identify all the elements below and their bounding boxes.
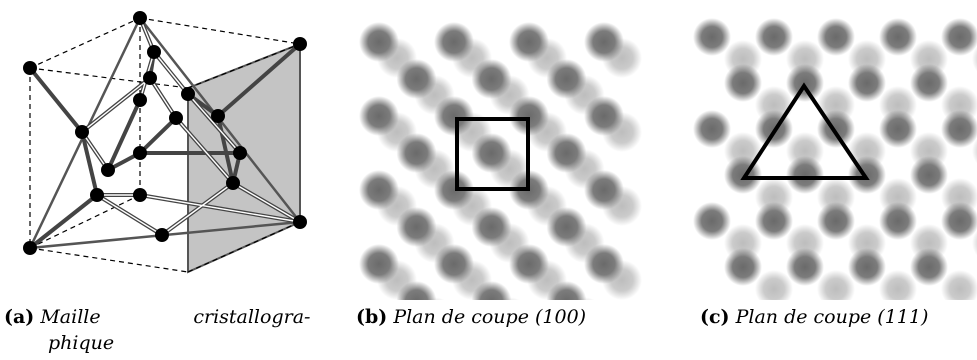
atom bbox=[133, 146, 147, 160]
atom bbox=[396, 133, 437, 173]
atom bbox=[817, 18, 855, 56]
atom bbox=[879, 270, 917, 300]
atom bbox=[359, 244, 399, 284]
atom bbox=[471, 207, 512, 247]
atom bbox=[546, 59, 587, 99]
atom bbox=[434, 22, 474, 62]
atom bbox=[910, 248, 948, 286]
atom bbox=[910, 156, 948, 194]
atom bbox=[359, 170, 399, 210]
caption-c-label: (c) bbox=[700, 306, 730, 328]
atom bbox=[133, 188, 147, 202]
atom bbox=[359, 22, 399, 62]
atom bbox=[226, 176, 240, 190]
atom bbox=[509, 22, 549, 62]
atom bbox=[724, 64, 762, 102]
atom bbox=[910, 64, 948, 102]
unit-cell-diagram bbox=[23, 11, 307, 274]
atom bbox=[471, 281, 512, 300]
atoms-front-layer bbox=[359, 22, 624, 300]
atom bbox=[584, 170, 624, 210]
atoms-front-layer bbox=[693, 18, 977, 286]
atom bbox=[546, 133, 587, 173]
atom bbox=[509, 244, 549, 284]
atom bbox=[75, 125, 89, 139]
atom bbox=[434, 96, 474, 136]
atoms bbox=[23, 11, 307, 255]
atom bbox=[693, 110, 731, 148]
atom bbox=[359, 96, 399, 136]
atom bbox=[101, 163, 115, 177]
atom bbox=[23, 241, 37, 255]
atom bbox=[817, 202, 855, 240]
caption-b-text: Plan de coupe (100) bbox=[393, 306, 587, 328]
atom bbox=[143, 71, 157, 85]
bonds-highlight bbox=[81, 17, 301, 236]
caption-b-label: (b) bbox=[356, 306, 388, 328]
caption-a-line2: phique bbox=[48, 332, 115, 354]
atom bbox=[972, 230, 977, 256]
atom bbox=[972, 138, 977, 164]
atom bbox=[546, 281, 587, 300]
figure-canvas bbox=[23, 11, 977, 300]
atom bbox=[396, 281, 437, 300]
atom bbox=[879, 202, 917, 240]
atom bbox=[584, 96, 624, 136]
atom bbox=[693, 202, 731, 240]
atom bbox=[471, 59, 512, 99]
atom bbox=[972, 46, 977, 72]
atom bbox=[434, 244, 474, 284]
atom bbox=[755, 202, 793, 240]
atom bbox=[546, 207, 587, 247]
atom bbox=[396, 207, 437, 247]
atom bbox=[755, 270, 793, 300]
atom bbox=[786, 248, 824, 286]
atom bbox=[584, 244, 624, 284]
atom bbox=[941, 270, 977, 300]
atom bbox=[724, 248, 762, 286]
atom bbox=[211, 109, 225, 123]
atom bbox=[693, 18, 731, 56]
caption-b: (b) Plan de coupe (100) bbox=[356, 304, 586, 330]
atom bbox=[879, 110, 917, 148]
atom bbox=[471, 133, 512, 173]
atom bbox=[941, 18, 977, 56]
atom bbox=[434, 170, 474, 210]
atom bbox=[293, 215, 307, 229]
atom bbox=[233, 146, 247, 160]
atom bbox=[90, 188, 104, 202]
square-cell-outline bbox=[455, 117, 530, 191]
caption-a-label: (a) bbox=[4, 306, 35, 328]
atom bbox=[396, 59, 437, 99]
atom bbox=[169, 111, 183, 125]
caption-a-word2: cristallogra- bbox=[193, 306, 311, 328]
caption-a-word1: Maille bbox=[40, 306, 101, 328]
atom bbox=[181, 87, 195, 101]
plane-100-diagram bbox=[359, 22, 642, 300]
atom bbox=[509, 96, 549, 136]
atom bbox=[293, 37, 307, 51]
atom bbox=[941, 110, 977, 148]
atom bbox=[848, 248, 886, 286]
atom bbox=[133, 93, 147, 107]
atom bbox=[879, 18, 917, 56]
caption-c-text: Plan de coupe (111) bbox=[735, 306, 929, 328]
atom bbox=[23, 61, 37, 75]
atom bbox=[147, 45, 161, 59]
atom bbox=[155, 228, 169, 242]
caption-a: (a) Maille cristallogra- phique bbox=[4, 304, 311, 354]
atom bbox=[941, 202, 977, 240]
atom bbox=[817, 270, 855, 300]
atom bbox=[786, 156, 824, 194]
atom bbox=[848, 64, 886, 102]
triangle-outline bbox=[740, 82, 870, 180]
atom bbox=[133, 11, 147, 25]
atom bbox=[755, 18, 793, 56]
caption-c: (c) Plan de coupe (111) bbox=[700, 304, 928, 330]
cube-edges bbox=[29, 17, 301, 273]
atom bbox=[584, 22, 624, 62]
plane-111-diagram bbox=[693, 18, 977, 300]
atom bbox=[786, 64, 824, 102]
